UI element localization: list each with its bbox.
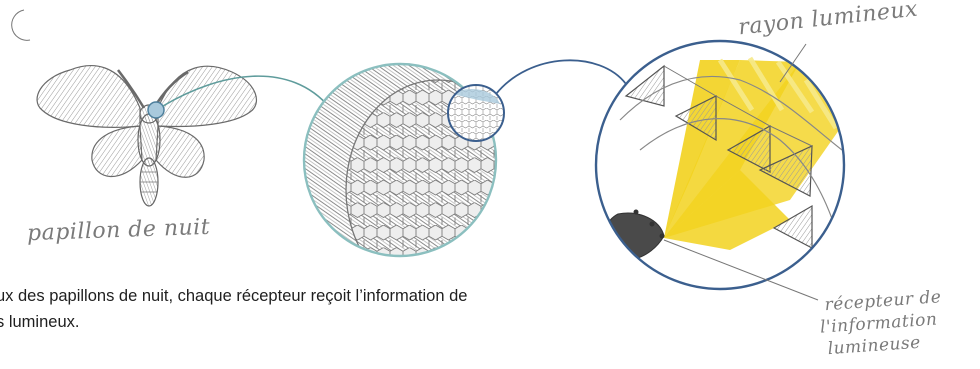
crescent-moon-icon (12, 10, 30, 40)
connector-line-2 (496, 60, 626, 94)
caption-line-2: s lumineux. (0, 309, 636, 335)
ommatidia-zoom (596, 41, 846, 289)
receptor-label: récepteur de l'information lumineuse (824, 284, 978, 360)
moth-drawing (37, 66, 256, 206)
moth-eye-highlight (148, 102, 164, 118)
caption-line-1: ux des papillons de nuit, chaque récepte… (0, 283, 636, 309)
caption-text: ux des papillons de nuit, chaque récepte… (0, 283, 636, 335)
